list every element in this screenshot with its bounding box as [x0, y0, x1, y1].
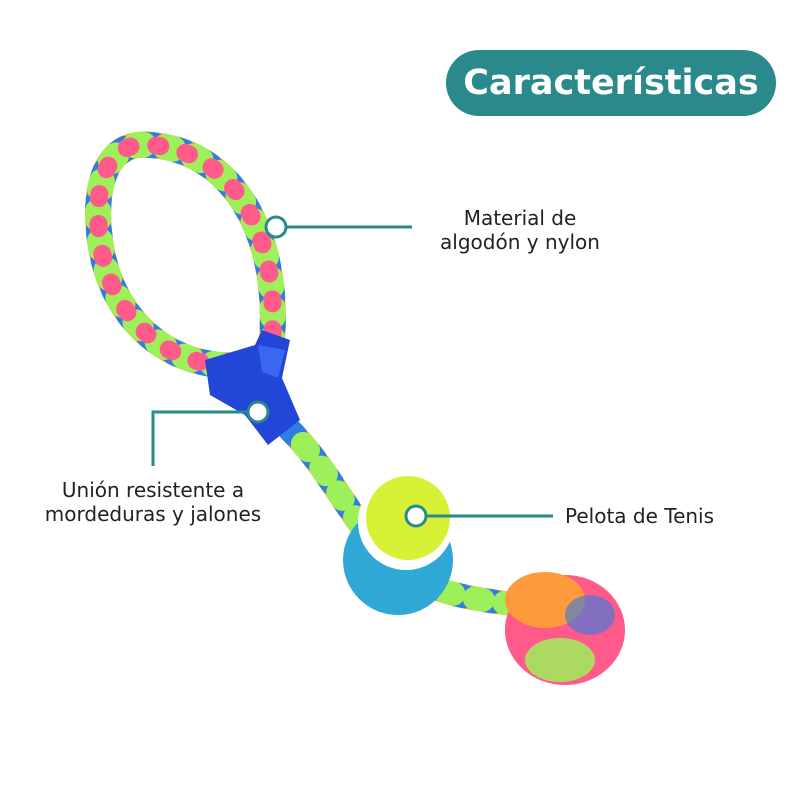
callout-union-line1: Unión resistente a: [61, 478, 245, 502]
callout-union-line2: mordeduras y jalones: [44, 502, 262, 526]
callout-lines: [151, 225, 553, 518]
tennis-ball: [343, 474, 454, 615]
callout-ball: Pelota de Tenis: [565, 504, 714, 528]
callout-ball-line1: Pelota de Tenis: [565, 504, 715, 528]
callout-material-line1: Material de: [463, 206, 577, 230]
callout-dot-ball: [404, 504, 428, 528]
rope-knot-fringe: [505, 572, 625, 685]
callout-union: Unión resistente a mordeduras y jalones: [33, 478, 273, 526]
callout-material-line2: algodón y nylon: [440, 230, 600, 254]
callout-material: Material de algodón y nylon: [420, 206, 620, 254]
callout-dot-material: [264, 215, 288, 239]
y-connector: [205, 330, 300, 445]
title-badge: Características: [446, 50, 776, 116]
callout-dot-union: [246, 400, 270, 424]
rope-loop: [85, 131, 286, 379]
